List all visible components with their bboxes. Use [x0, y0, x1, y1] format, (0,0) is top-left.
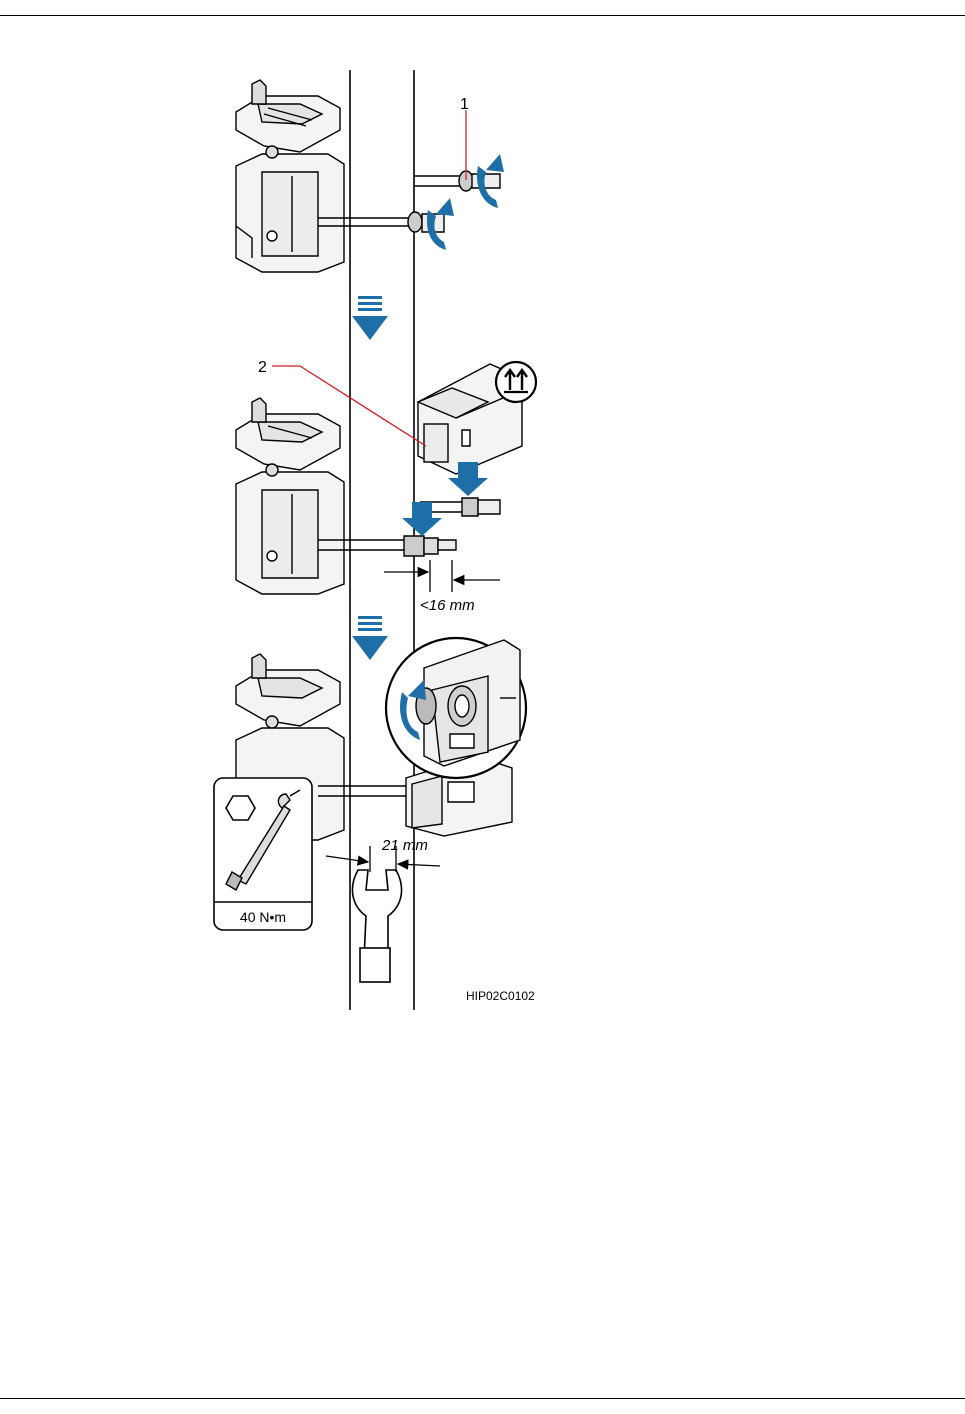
figure-id: HIP02C0102 — [466, 989, 535, 1003]
gap-dimension — [384, 560, 500, 592]
callout-label-2: 2 — [258, 359, 267, 376]
wrench-size-label: 21 mm — [381, 837, 428, 854]
step-down-arrow-icon — [352, 616, 388, 660]
this-side-up-icon — [496, 362, 536, 402]
detail-magnifier — [386, 638, 526, 778]
open-end-wrench-icon — [352, 870, 401, 982]
gap-dimension-label: <16 mm — [420, 597, 475, 614]
step-down-arrow-icon — [352, 296, 388, 340]
hexagon-nut-icon — [226, 796, 255, 820]
torque-tool-panel: 40 N•m — [214, 778, 312, 930]
step-down-arrow-icon — [402, 502, 442, 536]
callout-label-1: 1 — [460, 96, 469, 113]
torque-value: 40 N•m — [240, 909, 286, 925]
